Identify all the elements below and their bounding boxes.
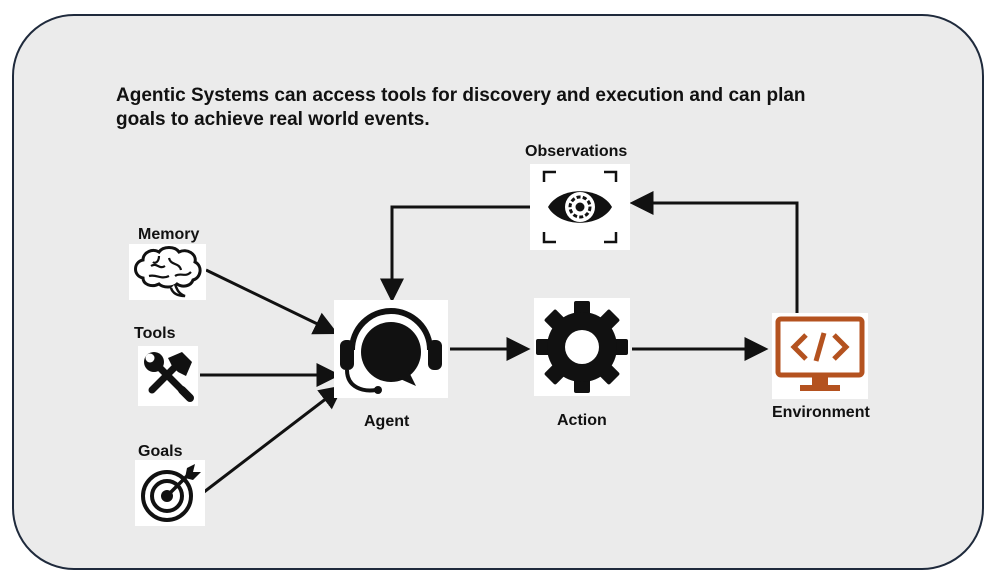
code-monitor-icon: [775, 316, 865, 391]
wrench-hammer-icon: [144, 352, 194, 402]
observations-node: [530, 164, 630, 250]
observations-to-agent-arrow: [380, 205, 534, 303]
eye-scan-icon: [542, 170, 618, 244]
environment-node: [772, 313, 868, 399]
action-label: Action: [557, 412, 607, 429]
headset-agent-icon: [340, 308, 442, 394]
memory-to-agent-arrow: [205, 268, 339, 335]
goals-node: [135, 460, 205, 526]
environment-label: Environment: [772, 404, 870, 421]
tools-label: Tools: [134, 325, 176, 342]
brain-icon: [134, 246, 202, 298]
headline: Agentic Systems can access tools for dis…: [116, 85, 806, 130]
goals-label: Goals: [138, 443, 183, 460]
target-icon: [141, 464, 201, 522]
goals-to-agent-arrow: [203, 385, 344, 494]
action-node: [534, 298, 630, 396]
agent-node: [334, 300, 448, 398]
agent-label: Agent: [364, 413, 410, 430]
observations-label: Observations: [525, 143, 628, 160]
memory-node: [129, 244, 206, 300]
memory-label: Memory: [138, 226, 200, 243]
gear-icon: [536, 301, 628, 393]
tools-node: [138, 346, 198, 406]
environment-to-observations-arrow: [629, 191, 799, 314]
